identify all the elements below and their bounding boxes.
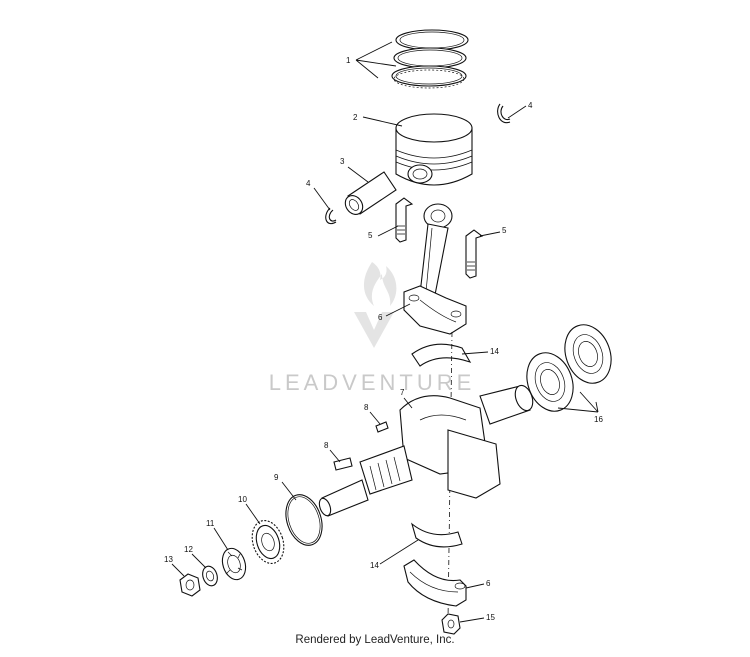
- main-bearings: [526, 324, 612, 412]
- flat-washer: [202, 565, 218, 587]
- connecting-rod: [403, 203, 467, 335]
- callout-5-right: 5: [502, 226, 507, 235]
- callout-12: 12: [184, 545, 193, 554]
- timing-gear: [251, 520, 285, 564]
- o-ring: [285, 494, 323, 546]
- piston: [395, 113, 473, 186]
- woodruff-key-lower: [333, 457, 353, 471]
- connecting-rod-cap: [403, 559, 467, 607]
- rod-bolt-right: [465, 229, 484, 279]
- callout-9: 9: [274, 473, 279, 482]
- leadventure-watermark-logo: [354, 262, 397, 348]
- callout-8-lower: 8: [324, 441, 329, 450]
- callout-14-bottom: 14: [370, 561, 379, 570]
- rod-cap-nut: [441, 613, 461, 635]
- piston-pin: [344, 171, 397, 215]
- piston-rings: [391, 29, 469, 89]
- callout-11: 11: [206, 519, 215, 528]
- callout-3: 3: [340, 157, 345, 166]
- callout-4-left: 4: [306, 179, 311, 188]
- watermark-text: LEADVENTURE: [269, 370, 476, 395]
- crankshaft: [318, 384, 534, 517]
- callout-14-top: 14: [490, 347, 499, 356]
- bearing-shell-upper: [411, 343, 472, 367]
- callout-6-top: 6: [378, 313, 383, 322]
- callout-10: 10: [238, 495, 247, 504]
- callout-8-upper: 8: [364, 403, 369, 412]
- circlip-left: [325, 207, 337, 225]
- circlip-right: [497, 103, 511, 124]
- hex-nut: [179, 573, 201, 597]
- callout-16: 16: [594, 415, 603, 424]
- callout-7: 7: [400, 388, 405, 397]
- callout-5-left: 5: [368, 231, 373, 240]
- callout-2: 2: [353, 113, 358, 122]
- footer-credit: Rendered by LeadVenture, Inc.: [295, 634, 455, 646]
- rod-bolt-left: [395, 197, 414, 243]
- callout-4-right: 4: [528, 101, 533, 110]
- callout-13: 13: [164, 555, 173, 564]
- woodruff-key-upper: [375, 421, 389, 433]
- callout-1: 1: [346, 56, 351, 65]
- lock-washer: [221, 547, 247, 581]
- callout-6-bottom: 6: [486, 579, 491, 588]
- callout-15: 15: [486, 613, 495, 622]
- bearing-shell-lower: [410, 522, 463, 548]
